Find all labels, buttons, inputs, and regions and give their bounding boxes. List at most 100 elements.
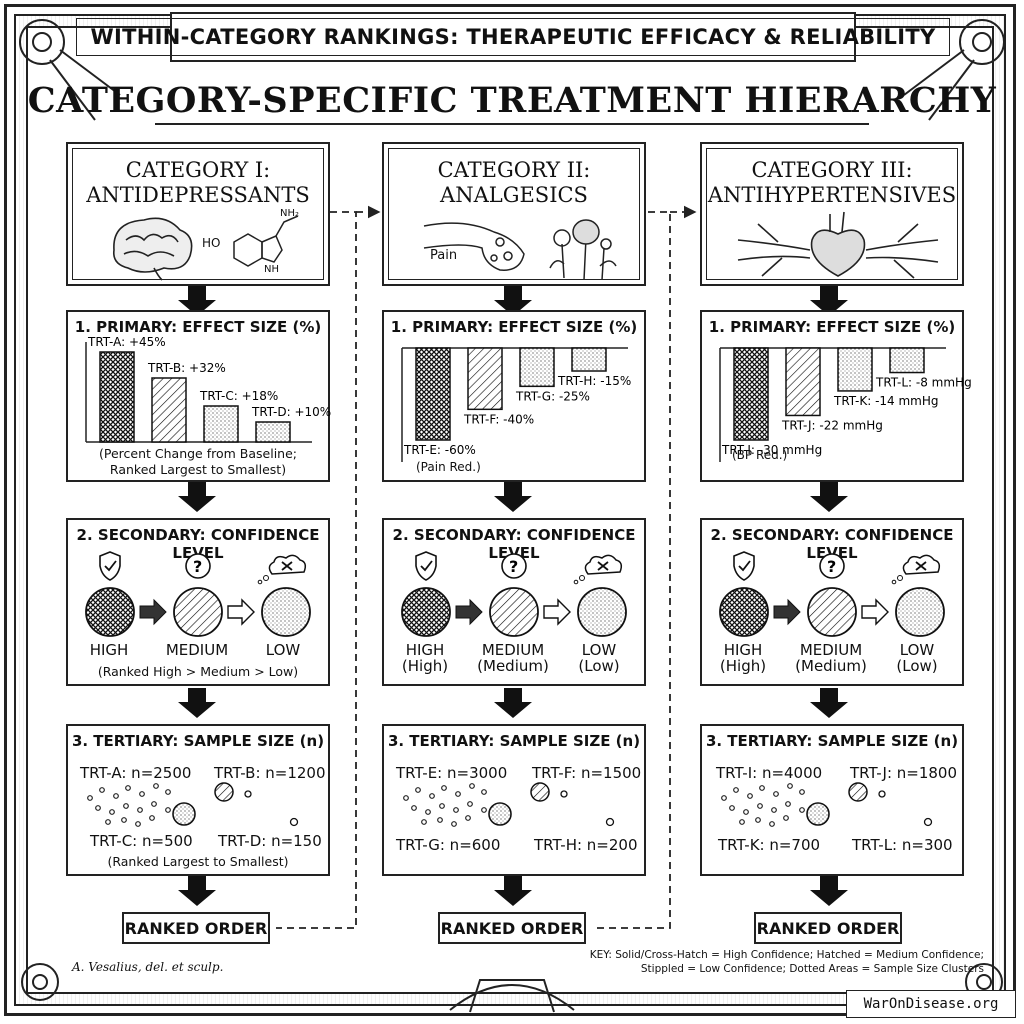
sample-dot <box>403 795 409 801</box>
primary-heading: 1. PRIMARY: EFFECT SIZE (%) <box>708 318 956 336</box>
category-3-header: CATEGORY III: ANTIHYPERTENSIVES <box>700 142 964 286</box>
sample-dot <box>441 785 447 791</box>
sample-dot <box>451 821 457 827</box>
secondary-panel-2: 2. SECONDARY: CONFIDENCE LEVEL ? HIGH (H… <box>382 518 646 686</box>
secondary-panel-3: 2. SECONDARY: CONFIDENCE LEVEL ? HIGH (H… <box>700 518 964 686</box>
ranked-order-2: RANKED ORDER <box>438 912 586 944</box>
sample-dot <box>125 785 131 791</box>
sample-dot <box>733 787 739 793</box>
conf-medium-sub: (Medium) <box>477 657 549 675</box>
arrow-icon <box>139 598 167 626</box>
confidence-graphic-2: ? <box>401 551 627 637</box>
effect-caption-line1: (Percent Change from Baseline; <box>99 446 297 461</box>
bar-label: TRT-J: -22 mmHg <box>781 418 883 432</box>
key-line-2: Stippled = Low Confidence; Dotted Areas … <box>640 963 984 975</box>
arrow-icon <box>543 598 571 626</box>
sample-dot <box>771 807 777 813</box>
sample-cluster-marker <box>848 782 868 802</box>
sample-dot <box>467 801 473 807</box>
sample-dot <box>757 803 763 809</box>
cloud-x-icon <box>573 554 623 585</box>
tertiary-panel-1: 3. TERTIARY: SAMPLE SIZE (n) TRT-A: n=25… <box>66 724 330 876</box>
conf-low-sub: (Low) <box>896 657 938 675</box>
sample-dot <box>121 817 127 823</box>
sample-caption: (Ranked Largest to Smallest) <box>107 854 289 869</box>
arrow-icon <box>773 598 801 626</box>
bar <box>837 347 873 392</box>
sample-dot <box>785 801 791 807</box>
bar <box>785 347 821 417</box>
bar <box>889 347 925 374</box>
conf-low-sub: (Low) <box>578 657 620 675</box>
banner-text: WITHIN-CATEGORY RANKINGS: THERAPEUTIC EF… <box>75 18 951 56</box>
effect-caption-line2: Ranked Largest to Smallest) <box>109 462 287 477</box>
sample-cluster-marker <box>244 790 252 798</box>
sample-cluster-marker <box>488 802 512 826</box>
sample-cluster-marker <box>806 802 830 826</box>
gear-icon <box>959 19 1005 65</box>
sample-dot <box>439 803 445 809</box>
down-arrows <box>178 286 848 906</box>
sample-dot <box>151 801 157 807</box>
svg-text:?: ? <box>827 557 836 576</box>
conf-medium-sub: (Medium) <box>795 657 867 675</box>
bar <box>467 347 503 411</box>
bar <box>151 377 187 443</box>
sample-dot <box>87 795 93 801</box>
sample-dot <box>455 791 461 797</box>
title-underline <box>155 123 869 125</box>
conf-high-label: HIGH <box>405 641 445 659</box>
shield-check-icon <box>99 551 121 581</box>
bar-label: TRT-D: +10% <box>251 405 331 419</box>
tertiary-heading: 3. TERTIARY: SAMPLE SIZE (n) <box>71 732 325 750</box>
medium-confidence-circle <box>807 587 857 637</box>
ranked-order-3: RANKED ORDER <box>754 912 902 944</box>
confidence-graphic-3: ? <box>719 551 945 637</box>
conf-high-label: HIGH <box>723 641 763 659</box>
bar-label: TRT-I: -30 mmHg <box>721 443 822 457</box>
ranked-order-1: RANKED ORDER <box>122 912 270 944</box>
sample-dot <box>437 817 443 823</box>
sample-h-label: TRT-H: n=200 <box>534 836 638 854</box>
sample-g-label: TRT-G: n=600 <box>396 836 501 854</box>
low-confidence-circle <box>895 587 945 637</box>
sample-dot <box>425 809 431 815</box>
sample-cluster-marker <box>172 802 196 826</box>
sample-dot <box>99 787 105 793</box>
conf-low-label: LOW <box>265 641 301 659</box>
bar <box>415 347 451 441</box>
question-icon: ? <box>819 553 845 579</box>
sample-dot <box>165 807 171 813</box>
sample-f-label: TRT-F: n=1500 <box>532 764 642 782</box>
sample-l-label: TRT-L: n=300 <box>852 836 953 854</box>
category-1-header: CATEGORY I: ANTIDEPRESSANTS HO NH₂ NH <box>66 142 330 286</box>
sample-d-label: TRT-D: n=150 <box>218 832 322 850</box>
secondary-heading: 2. SECONDARY: CONFIDENCE LEVEL <box>76 526 320 562</box>
sample-dot <box>743 809 749 815</box>
low-confidence-circle <box>577 587 627 637</box>
bar <box>571 347 607 372</box>
tertiary-heading: 3. TERTIARY: SAMPLE SIZE (n) <box>705 732 959 750</box>
sample-dot <box>421 819 427 825</box>
sample-i-label: TRT-I: n=4000 <box>716 764 823 782</box>
sample-dot <box>429 793 435 799</box>
dashed-link-1 <box>276 211 357 929</box>
sample-dot <box>481 789 487 795</box>
sample-j-label: TRT-J: n=1800 <box>850 764 958 782</box>
conf-medium-label: MEDIUM <box>481 641 545 659</box>
bar-label: TRT-G: -25% <box>515 389 590 403</box>
sample-dot <box>105 819 111 825</box>
watermark: WarOnDisease.org <box>846 990 1016 1018</box>
conf-high-label: HIGH <box>89 641 129 659</box>
outer-frame <box>4 4 1016 1016</box>
conf-medium-label: MEDIUM <box>799 641 863 659</box>
artist-credit: A. Vesalius, del. et sculp. <box>72 960 224 974</box>
confidence-caption: (Ranked High > Medium > Low) <box>97 664 299 679</box>
conf-low-label: LOW <box>581 641 617 659</box>
effect-size-chart-1: TRT-A: +45%TRT-B: +32%TRT-C: +18%TRT-D: … <box>85 335 331 443</box>
bar-label: TRT-L: -8 mmHg <box>875 376 972 390</box>
sample-k-label: TRT-K: n=700 <box>718 836 821 854</box>
primary-panel-2: 1. PRIMARY: EFFECT SIZE (%) TRT-E: -60%T… <box>382 310 646 482</box>
